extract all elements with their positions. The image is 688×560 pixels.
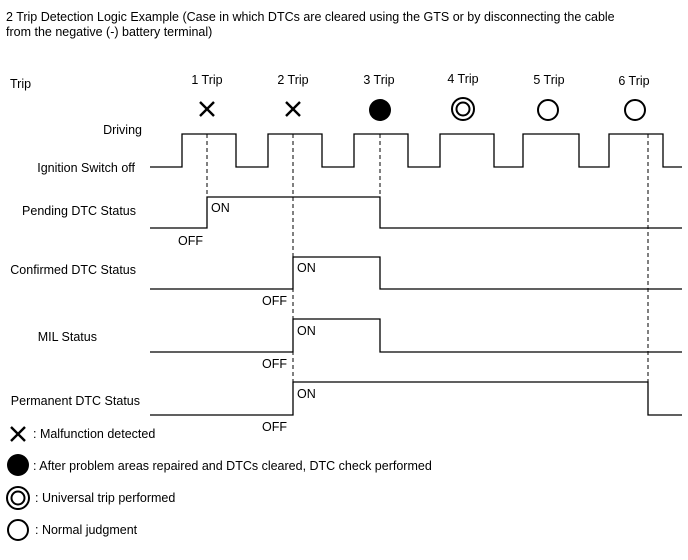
confirmed-on-label: ON bbox=[297, 261, 316, 275]
title-line-1: 2 Trip Detection Logic Example (Case in … bbox=[6, 10, 615, 24]
legend-dtc-check-text: : After problem areas repaired and DTCs … bbox=[33, 459, 432, 473]
trip-row-label: Trip bbox=[10, 77, 31, 91]
trip-1-label: 1 Trip bbox=[191, 73, 222, 87]
legend-normal-judgment-text: : Normal judgment bbox=[35, 523, 138, 537]
legend-open-circle-icon bbox=[7, 519, 29, 541]
permanent-on-label: ON bbox=[297, 387, 316, 401]
trip-2-label: 2 Trip bbox=[277, 73, 308, 87]
legend-double-circle-icon bbox=[6, 486, 30, 510]
pending-on-label: ON bbox=[211, 201, 230, 215]
mil-status-waveform bbox=[150, 318, 682, 353]
confirmed-dtc-label: Confirmed DTC Status bbox=[10, 263, 136, 277]
trip-3-filled-circle-icon bbox=[369, 99, 391, 121]
permanent-dtc-label: Permanent DTC Status bbox=[11, 394, 140, 408]
legend-cross-icon bbox=[10, 426, 26, 442]
trip-4-double-circle-icon bbox=[451, 97, 475, 121]
title-line-2: from the negative (-) battery terminal) bbox=[6, 25, 213, 39]
permanent-dtc-waveform bbox=[150, 381, 682, 416]
pending-dtc-waveform bbox=[150, 196, 682, 229]
trip-1-cross-icon bbox=[199, 101, 215, 117]
trip-6-open-circle-icon bbox=[624, 99, 646, 121]
trip-5-label: 5 Trip bbox=[533, 73, 564, 87]
permanent-off-label: OFF bbox=[262, 420, 287, 434]
mil-on-label: ON bbox=[297, 324, 316, 338]
pending-off-label: OFF bbox=[178, 234, 203, 248]
trip-5-open-circle-icon bbox=[537, 99, 559, 121]
confirmed-dtc-waveform bbox=[150, 256, 682, 290]
mil-off-label: OFF bbox=[262, 357, 287, 371]
legend-filled-circle-icon bbox=[7, 454, 29, 476]
confirmed-off-label: OFF bbox=[262, 294, 287, 308]
legend-universal-trip-text: : Universal trip performed bbox=[35, 491, 175, 505]
trip-2-cross-icon bbox=[285, 101, 301, 117]
ignition-off-label: Ignition Switch off bbox=[37, 161, 135, 175]
driving-label: Driving bbox=[103, 123, 142, 137]
trip-4-label: 4 Trip bbox=[447, 72, 478, 86]
trip-6-label: 6 Trip bbox=[618, 74, 649, 88]
pending-dtc-label: Pending DTC Status bbox=[22, 204, 136, 218]
mil-status-label: MIL Status bbox=[38, 330, 97, 344]
trip-3-label: 3 Trip bbox=[363, 73, 394, 87]
driving-ignition-waveform bbox=[150, 133, 682, 168]
legend: : Malfunction detected : After problem a… bbox=[6, 426, 432, 541]
legend-malfunction-text: : Malfunction detected bbox=[33, 427, 155, 441]
diagram-title: 2 Trip Detection Logic Example (Case in … bbox=[6, 10, 676, 40]
